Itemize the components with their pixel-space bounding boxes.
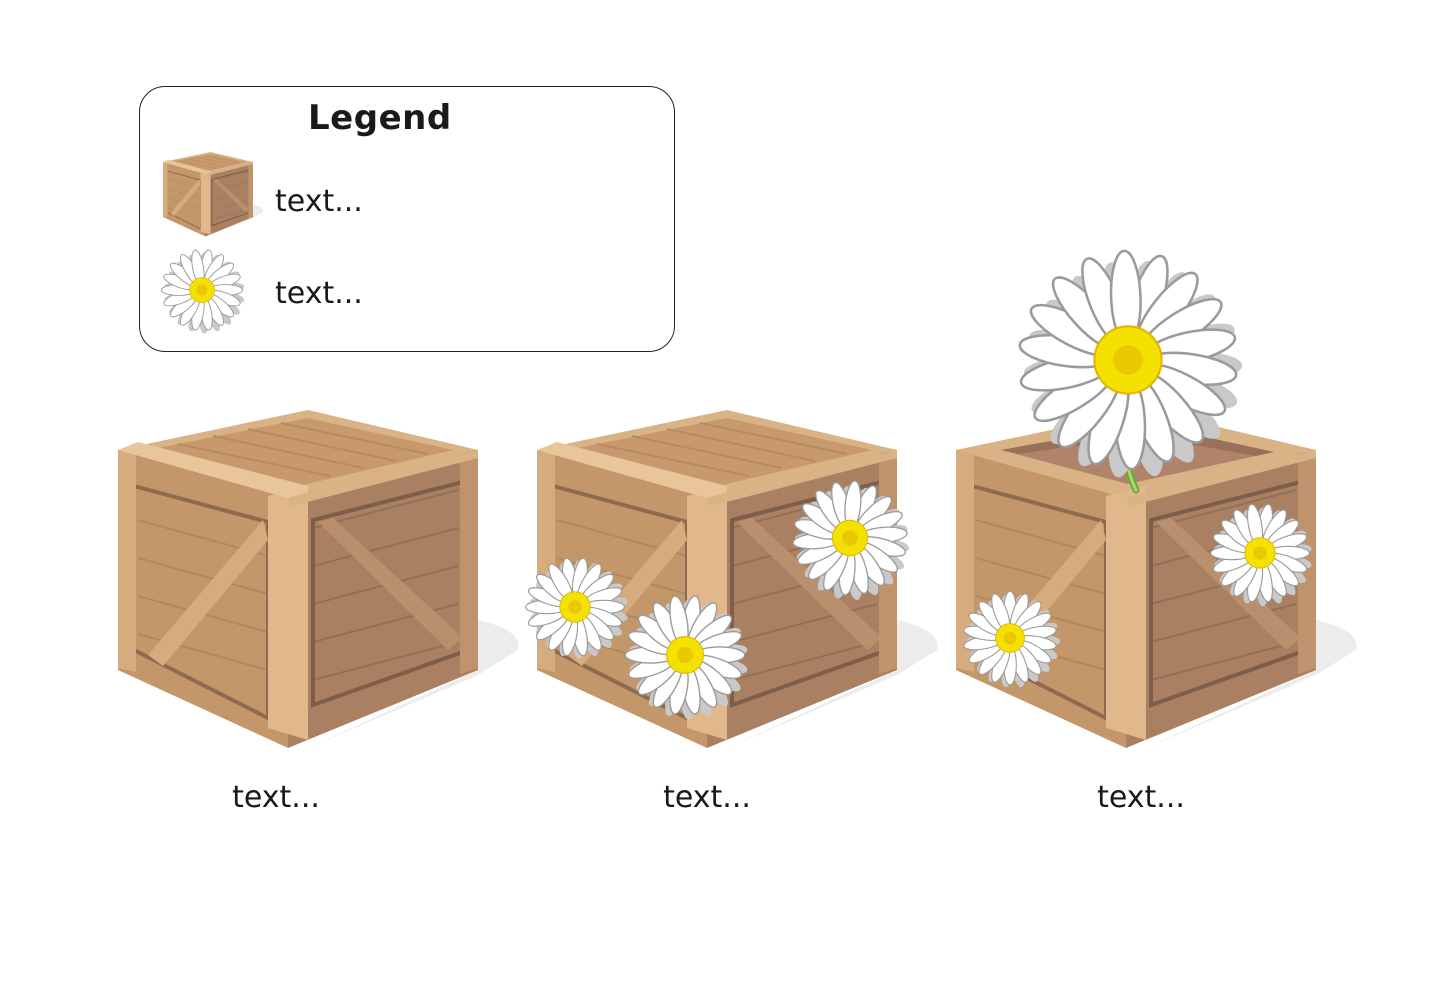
legend-title: Legend <box>308 98 452 138</box>
crate-3-caption: text... <box>1097 780 1185 815</box>
legend-box <box>139 86 675 352</box>
crate-2-caption: text... <box>663 780 751 815</box>
crate-1-caption: text... <box>232 780 320 815</box>
legend-daisy-icon <box>160 248 246 335</box>
legend-label-daisy: text... <box>275 276 363 311</box>
crate-1 <box>116 408 521 750</box>
legend-crate-icon <box>162 151 264 237</box>
legend-label-crate: text... <box>275 184 363 219</box>
